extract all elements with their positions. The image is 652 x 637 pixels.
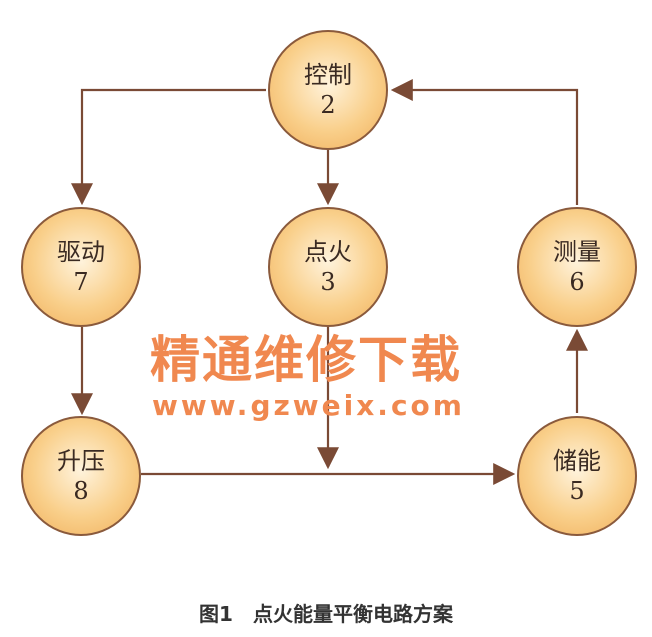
figure-caption: 图1 点火能量平衡电路方案 bbox=[199, 602, 453, 626]
node-label: 点火 bbox=[304, 238, 352, 266]
node-label: 储能 bbox=[553, 447, 601, 475]
node-label: 测量 bbox=[553, 238, 601, 266]
arrow-measure-to-control bbox=[390, 79, 579, 205]
node-number: 7 bbox=[73, 268, 89, 296]
watermark-title: 精通维修下载 bbox=[150, 331, 462, 389]
arrow-control-to-drive bbox=[71, 88, 266, 206]
node-label: 升压 bbox=[57, 447, 105, 475]
watermark-url: www.gzweix.com bbox=[152, 389, 465, 422]
node-number: 2 bbox=[320, 91, 336, 119]
node-label: 控制 bbox=[304, 61, 352, 89]
node-label: 驱动 bbox=[57, 238, 105, 266]
node-number: 5 bbox=[569, 477, 585, 505]
node-number: 8 bbox=[73, 477, 89, 505]
node-number: 6 bbox=[569, 268, 585, 296]
node-number: 3 bbox=[320, 268, 336, 296]
